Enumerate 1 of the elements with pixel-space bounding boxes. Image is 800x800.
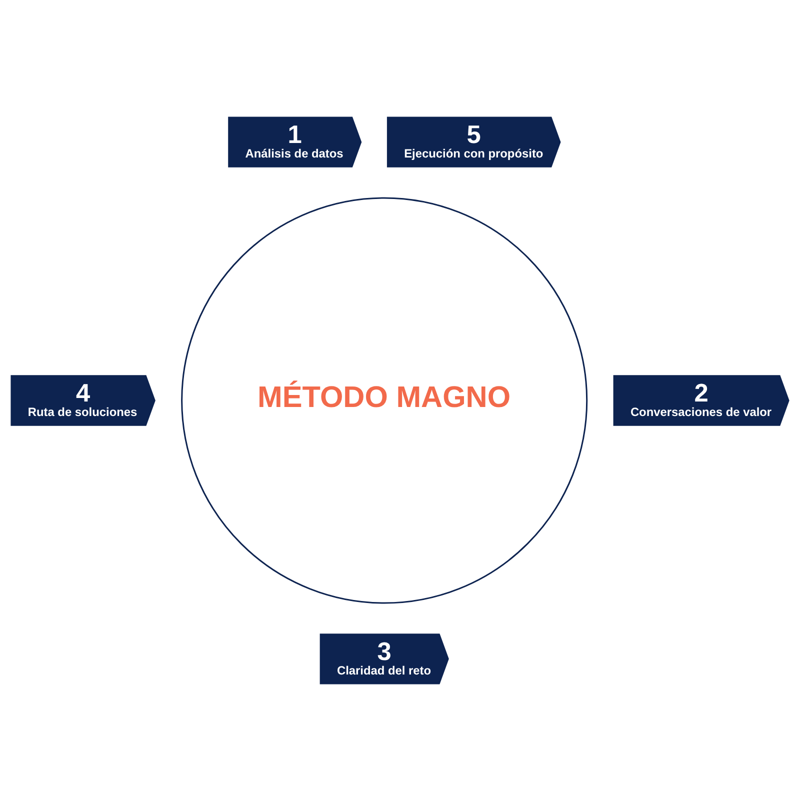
node-circle: MÉTODO MAGNO <box>181 196 588 604</box>
